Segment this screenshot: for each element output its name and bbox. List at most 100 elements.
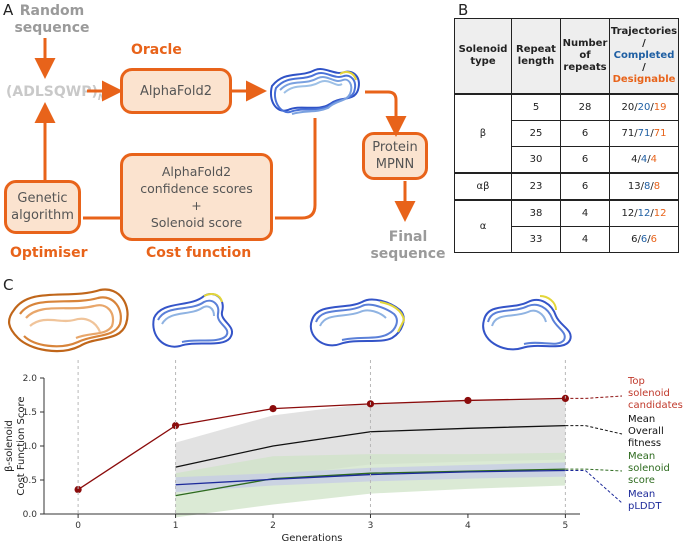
x-axis-label: Generations (282, 533, 343, 544)
x-tick-label: 0 (75, 521, 81, 531)
x-tick-label: 4 (465, 521, 471, 531)
header-number-of-repeats: Number of repeats (560, 18, 610, 95)
data-point (269, 405, 277, 413)
table-row: α 38 4 12/12/12 (454, 199, 679, 253)
solenoid-table: Solenoid type Repeat length Number of re… (454, 18, 679, 253)
seed-sequence-text: (ADLSQWP) (6, 84, 98, 100)
y-tick-label: 0.5 (23, 476, 37, 486)
legend-leader-line (565, 468, 623, 472)
optimiser-title: Optimiser (10, 245, 88, 261)
trajectory-cell: 12/12/12 (609, 199, 679, 227)
header-solenoid-type-text: Solenoid type (458, 44, 508, 67)
table-row: αβ 23 6 13/8/8 (454, 172, 679, 201)
designable-value: 12 (653, 208, 667, 219)
random-sequence-label: Random sequence (14, 3, 90, 36)
data-point (464, 396, 472, 405)
designable-value: 19 (653, 102, 667, 113)
completed-value: 20 (637, 102, 651, 113)
designable-value: 6 (650, 234, 657, 245)
repeat-length-cell: 23 (511, 172, 561, 201)
legend-leader-line (565, 469, 623, 504)
legend-label-line: Mean (628, 414, 655, 425)
completed-value: 4 (640, 154, 648, 165)
arrow-structure-to-mpnn (365, 90, 407, 137)
repeat-length-cell: 25 (511, 120, 561, 147)
confidence-band (175, 462, 566, 493)
panel-label-a: A (3, 1, 14, 19)
table-row: β 5 28 20/20/19 (454, 93, 679, 174)
completed-value: 6 (640, 234, 648, 245)
solenoid-structure-icon (270, 68, 360, 115)
type-cell-alpha: α (454, 199, 512, 253)
y-tick-label: 2.0 (23, 374, 38, 384)
legend-label-line: Overall (628, 426, 664, 437)
completed-value: 8 (643, 181, 651, 192)
trajectories-value: 12 (621, 208, 635, 219)
structure-gen5-icon (482, 295, 572, 351)
completed-value: 12 (637, 208, 651, 219)
header-number-of-repeats-text: Number of repeats (562, 38, 608, 73)
oracle-box: AlphaFold2 (120, 68, 232, 114)
repeat-length-cell: 38 (511, 199, 561, 227)
repeats-cell: 6 (560, 172, 610, 201)
x-tick-label: 3 (368, 521, 374, 531)
repeats-cell: 6 (560, 146, 610, 174)
repeats-cell: 4 (560, 199, 610, 227)
structure-gen1-icon (152, 293, 233, 348)
trajectories-value: 13 (627, 181, 641, 192)
trajectory-cell: 71/71/71 (609, 120, 679, 147)
seed-sequence-subscript: N (97, 92, 106, 103)
series-line (77, 397, 566, 491)
data-point (74, 485, 82, 494)
table-row: 33 4 6/6/6 (455, 226, 679, 253)
legend-label-line: pLDDT (628, 501, 662, 512)
legend-label-line: Mean (628, 489, 655, 500)
trajectory-cell: 13/8/8 (609, 172, 679, 201)
repeat-length-cell: 5 (511, 93, 561, 121)
legend-label-line: solenoid (628, 463, 670, 474)
final-sequence-label: Final sequence (370, 229, 446, 262)
legend-leader-line (565, 395, 623, 399)
completed-value: 71 (637, 128, 651, 139)
trajectory-cell: 4/4/4 (609, 146, 679, 174)
y-axis-label-line: β-solenoid (4, 420, 15, 472)
arrow-structure-to-cost (275, 118, 317, 220)
header-slash-2: / (642, 62, 646, 73)
repeats-cell: 4 (560, 226, 610, 253)
protein-mpnn-box: Protein MPNN (362, 132, 428, 180)
protein-mpnn-box-label: Protein MPNN (372, 140, 418, 172)
type-cell-beta: β (454, 93, 512, 174)
structure-gen3-icon (309, 298, 406, 347)
header-trajectories-text: Trajectories (610, 26, 678, 37)
y-tick-label: 1.5 (23, 408, 37, 418)
cost-function-box: AlphaFold2 confidence scores + Solenoid … (120, 153, 273, 241)
x-tick-label: 2 (270, 521, 276, 531)
table-row: 30 6 4/4/4 (455, 146, 679, 174)
oracle-box-label: AlphaFold2 (139, 83, 213, 99)
series-line (175, 424, 566, 468)
trajectory-cell: 6/6/6 (609, 226, 679, 253)
oracle-title: Oracle (131, 42, 182, 58)
designable-value: 71 (653, 128, 667, 139)
y-axis-label-line: Cost Function Score (16, 396, 27, 495)
y-tick-label: 0.0 (23, 510, 38, 520)
y-tick-label: 1.0 (23, 442, 38, 452)
series-line (175, 468, 566, 497)
legend-label-line: candidates (628, 400, 683, 411)
x-tick-label: 1 (173, 521, 179, 531)
trajectories-value: 20 (621, 102, 635, 113)
header-completed-text: Completed (613, 50, 675, 61)
type-alpha-beta-text: αβ (476, 181, 490, 192)
repeats-cell: 6 (560, 120, 610, 147)
optimiser-box: Genetic algorithm (4, 180, 81, 234)
type-beta-text: β (479, 128, 487, 139)
data-point (171, 422, 180, 430)
table-row: 25 6 71/71/71 (455, 120, 679, 147)
